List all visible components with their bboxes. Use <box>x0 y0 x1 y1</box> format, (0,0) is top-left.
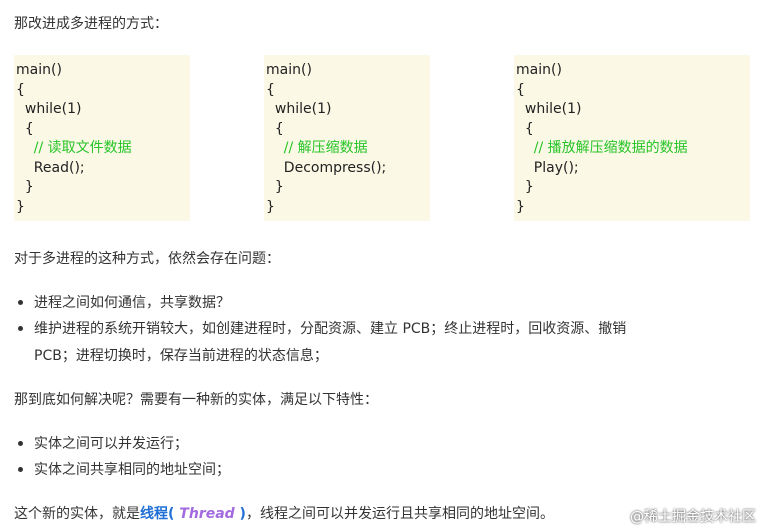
code-line: while(1) <box>266 101 332 117</box>
thread-english: Thread <box>174 506 240 522</box>
code-comment: // 播放解压缩数据的数据 <box>516 140 688 156</box>
list-item-continuation: PCB；进程切换时，保存当前进程的状态信息； <box>34 348 328 364</box>
code-block-read: main() { while(1) { // 读取文件数据 Read(); } … <box>14 55 190 221</box>
code-line: } <box>516 179 534 195</box>
code-line: { <box>16 81 25 98</box>
code-block-play: main() { while(1) { // 播放解压缩数据的数据 Play()… <box>514 55 750 221</box>
code-line: main() <box>516 62 562 78</box>
intro-text: 那改进成多进程的方式： <box>14 16 168 32</box>
list-item: 维护进程的系统开销较大，如创建进程时，分配资源、建立 PCB；终止进程时，回收资… <box>14 316 626 342</box>
code-line: { <box>16 120 34 137</box>
list-item: 实体之间可以并发运行； <box>14 431 230 457</box>
code-line: while(1) <box>16 101 82 117</box>
list-item: 实体之间共享相同的地址空间； <box>14 457 230 483</box>
feature-list: 实体之间可以并发运行； 实体之间共享相同的地址空间； <box>14 431 230 483</box>
paren-close: ) <box>239 506 246 522</box>
conclusion-before: 这个新的实体，就是 <box>14 506 140 522</box>
code-line: while(1) <box>516 101 582 117</box>
code-call: Decompress(); <box>266 159 387 176</box>
code-comment: // 解压缩数据 <box>266 140 368 156</box>
code-line: } <box>16 179 34 195</box>
code-line: { <box>266 120 284 137</box>
list-item: 进程之间如何通信，共享数据？ <box>14 290 626 316</box>
code-line: { <box>266 81 275 98</box>
code-line: } <box>16 198 25 215</box>
code-line: } <box>266 198 275 215</box>
thread-term: 线程 <box>140 506 168 522</box>
code-block-decompress: main() { while(1) { // 解压缩数据 Decompress(… <box>264 55 430 221</box>
conclusion-text: 这个新的实体，就是线程( Thread )，线程之间可以并发运行且共享相同的地址… <box>14 503 554 525</box>
code-line: main() <box>16 62 62 78</box>
code-line: { <box>516 120 534 137</box>
code-line: main() <box>266 62 312 78</box>
solution-intro: 那到底如何解决呢？需要有一种新的实体，满足以下特性： <box>14 392 378 408</box>
code-line: } <box>516 198 525 215</box>
code-line: } <box>266 179 284 195</box>
code-call: Play(); <box>516 159 579 176</box>
problem-list: 进程之间如何通信，共享数据？ 维护进程的系统开销较大，如创建进程时，分配资源、建… <box>14 290 626 342</box>
paren-open: ( <box>168 506 175 522</box>
code-call: Read(); <box>16 159 85 176</box>
code-comment: // 读取文件数据 <box>16 140 132 156</box>
watermark: @稀土掘金技术社区 <box>630 509 756 525</box>
conclusion-after: ，线程之间可以并发运行且共享相同的地址空间。 <box>245 506 554 522</box>
question-intro: 对于多进程的这种方式，依然会存在问题： <box>14 251 280 267</box>
code-line: { <box>516 81 525 98</box>
